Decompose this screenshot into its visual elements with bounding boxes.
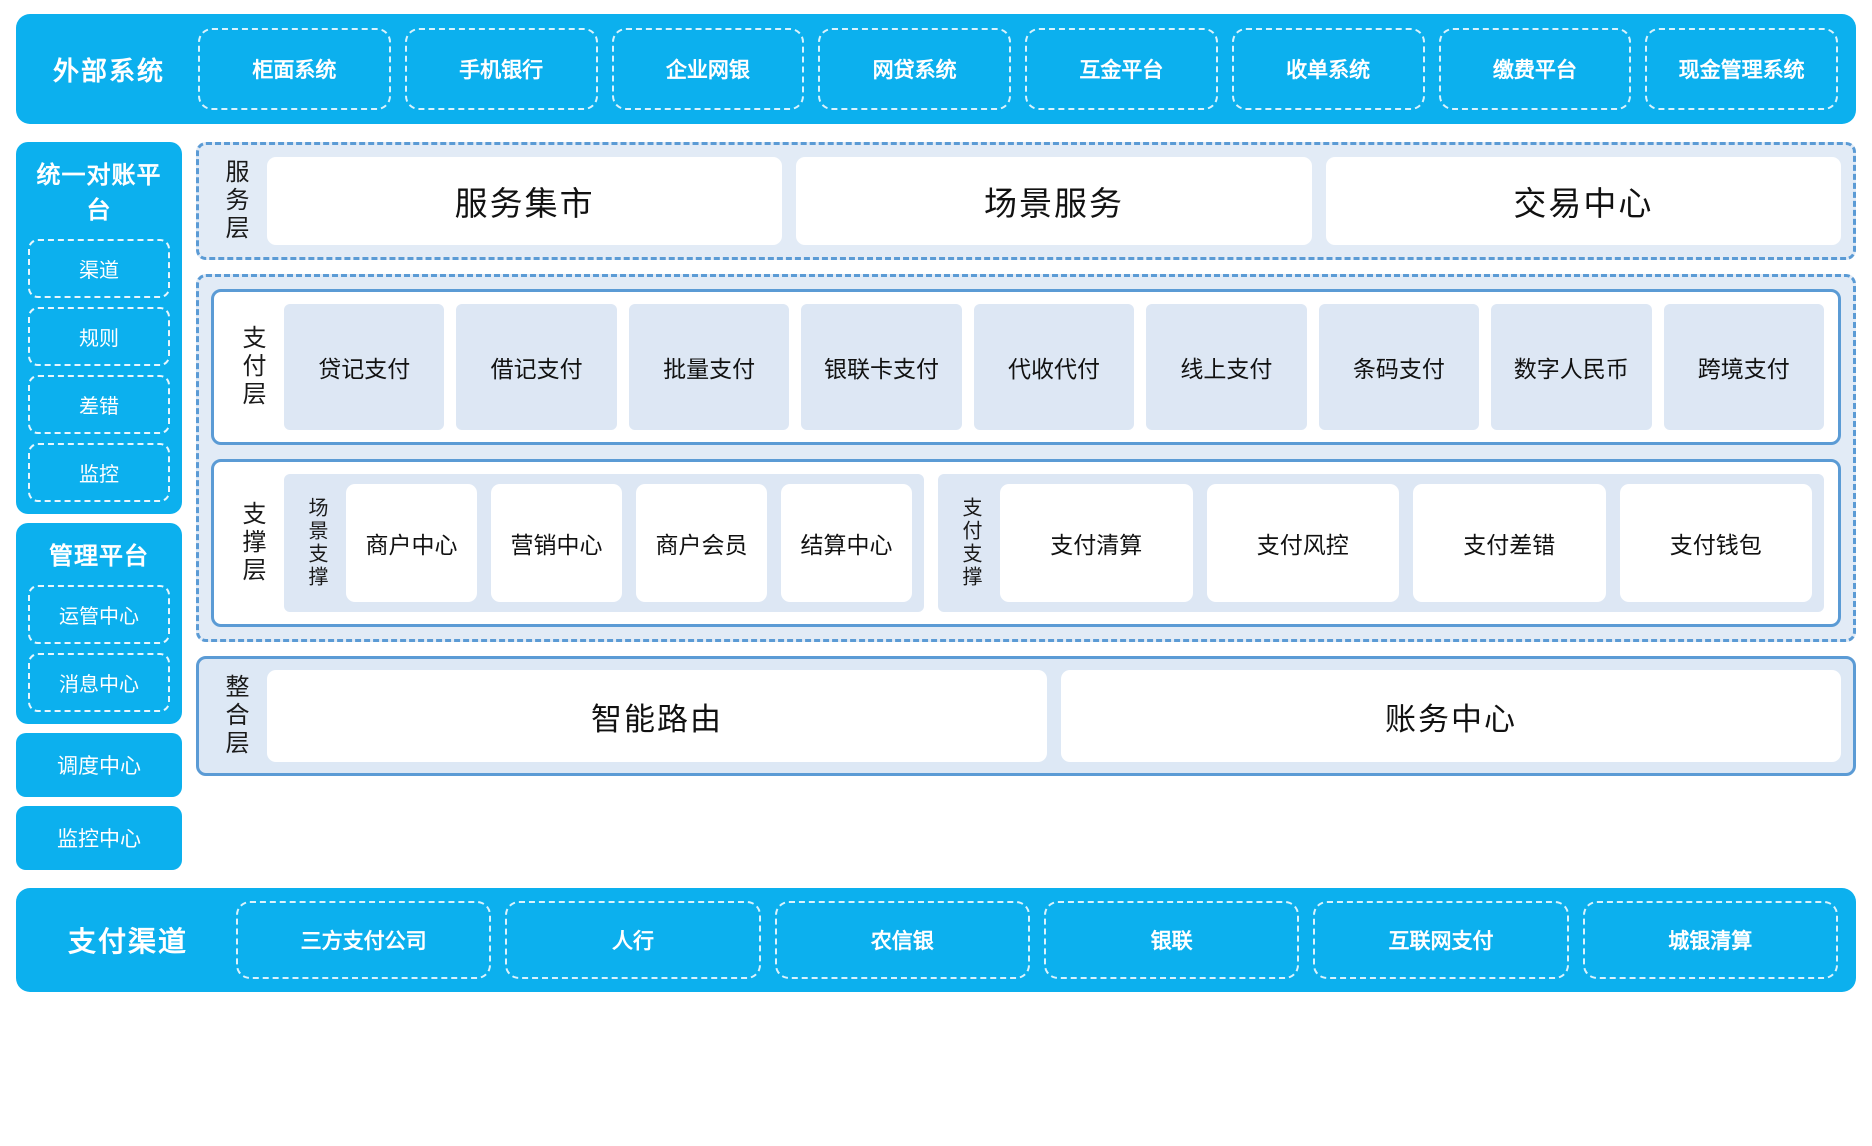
support-card-payment-error[interactable]: 支付差错 <box>1413 484 1606 602</box>
support-layer-panel: 支撑层 场景支撑 商户中心 营销中心 商户会员 结算中心 <box>211 459 1841 627</box>
integration-layer-container: 整合层 智能路由 账务中心 <box>196 656 1856 776</box>
payment-card-collection-payment[interactable]: 代收代付 <box>973 304 1135 430</box>
support-card-merchant-center[interactable]: 商户中心 <box>346 484 477 602</box>
service-card-transaction-center[interactable]: 交易中心 <box>1325 157 1841 245</box>
management-platform-title: 管理平台 <box>49 543 149 570</box>
payment-channels-bar: 支付渠道 三方支付公司 人行 农信银 银联 互联网支付 城银清算 <box>16 888 1856 992</box>
support-card-marketing-center[interactable]: 营销中心 <box>491 484 622 602</box>
support-card-payment-clearing[interactable]: 支付清算 <box>1000 484 1193 602</box>
reconciliation-platform-title: 统一对账平台 <box>36 162 162 224</box>
payment-channel-item[interactable]: 人行 <box>505 901 761 979</box>
external-system-item[interactable]: 企业网银 <box>611 28 805 110</box>
external-system-item[interactable]: 互金平台 <box>1025 28 1218 110</box>
layers-column: 服务层 服务集市 场景服务 交易中心 支付层 贷记支付 <box>196 142 1856 776</box>
external-system-item[interactable]: 缴费平台 <box>1438 28 1632 110</box>
external-system-item[interactable]: 网贷系统 <box>818 28 1011 110</box>
sidebar-item-monitor[interactable]: 监控 <box>28 443 170 502</box>
payment-support-label: 支付支撑 <box>959 497 981 589</box>
reconciliation-platform-panel: 统一对账平台 渠道 规则 差错 监控 <box>16 142 182 514</box>
payment-layer-label: 支付层 <box>238 325 265 409</box>
service-card-marketplace[interactable]: 服务集市 <box>267 157 783 245</box>
service-card-scenario[interactable]: 场景服务 <box>796 157 1312 245</box>
external-system-item[interactable]: 收单系统 <box>1231 28 1425 110</box>
external-system-item[interactable]: 柜面系统 <box>198 28 391 110</box>
support-card-payment-wallet[interactable]: 支付钱包 <box>1619 484 1812 602</box>
support-card-merchant-member[interactable]: 商户会员 <box>636 484 767 602</box>
scene-support-group: 场景支撑 商户中心 营销中心 商户会员 结算中心 <box>284 474 924 612</box>
integration-layer-label: 整合层 <box>221 674 248 758</box>
payment-channels-title: 支付渠道 <box>67 926 188 957</box>
payment-card-batch[interactable]: 批量支付 <box>628 304 790 430</box>
payment-layer-panel: 支付层 贷记支付 借记支付 批量支付 银联卡支付 代收代付 线上支付 条码支付 … <box>211 289 1841 445</box>
payment-channel-item[interactable]: 城银清算 <box>1582 901 1838 979</box>
sidebar-item-error[interactable]: 差错 <box>28 375 170 434</box>
payment-channel-item[interactable]: 互联网支付 <box>1313 901 1569 979</box>
payment-channel-item[interactable]: 农信银 <box>774 901 1030 979</box>
service-layer-label: 服务层 <box>221 159 248 243</box>
sidebar-item-operations-center[interactable]: 运管中心 <box>28 585 170 644</box>
integration-card-accounting-center[interactable]: 账务中心 <box>1061 670 1841 762</box>
sidebar-item-scheduling-center[interactable]: 调度中心 <box>16 733 182 797</box>
support-card-payment-risk[interactable]: 支付风控 <box>1206 484 1399 602</box>
external-system-item[interactable]: 现金管理系统 <box>1645 28 1838 110</box>
scene-support-label: 场景支撑 <box>305 497 327 589</box>
sidebar-item-monitoring-center[interactable]: 监控中心 <box>16 806 182 870</box>
payment-card-digital-rmb[interactable]: 数字人民币 <box>1491 304 1652 430</box>
payment-card-online[interactable]: 线上支付 <box>1146 304 1307 430</box>
payment-card-barcode[interactable]: 条码支付 <box>1318 304 1480 430</box>
payment-and-support-container: 支付层 贷记支付 借记支付 批量支付 银联卡支付 代收代付 线上支付 条码支付 … <box>196 274 1856 642</box>
external-systems-bar: 外部系统 柜面系统 手机银行 企业网银 网贷系统 互金平台 收单系统 缴费平台 … <box>16 14 1856 124</box>
service-layer-container: 服务层 服务集市 场景服务 交易中心 <box>196 142 1856 260</box>
payment-support-group: 支付支撑 支付清算 支付风控 支付差错 支付钱包 <box>938 474 1824 612</box>
support-card-settlement-center[interactable]: 结算中心 <box>781 484 912 602</box>
payment-card-cross-border[interactable]: 跨境支付 <box>1663 304 1824 430</box>
payment-card-unionpay[interactable]: 银联卡支付 <box>801 304 962 430</box>
sidebar-item-rule[interactable]: 规则 <box>28 307 170 366</box>
integration-card-smart-routing[interactable]: 智能路由 <box>267 670 1047 762</box>
external-system-item[interactable]: 手机银行 <box>404 28 598 110</box>
support-layer-label: 支撑层 <box>238 501 265 585</box>
left-sidebar: 统一对账平台 渠道 规则 差错 监控 管理平台 运管中心 消息中心 调度中心 监… <box>16 142 182 870</box>
management-platform-panel: 管理平台 运管中心 消息中心 <box>16 523 182 724</box>
payment-channel-item[interactable]: 三方支付公司 <box>236 901 492 979</box>
payment-card-credit[interactable]: 贷记支付 <box>284 304 445 430</box>
external-systems-title: 外部系统 <box>52 55 165 86</box>
payment-channel-item[interactable]: 银联 <box>1043 901 1300 979</box>
payment-card-debit[interactable]: 借记支付 <box>456 304 617 430</box>
sidebar-item-message-center[interactable]: 消息中心 <box>28 653 170 712</box>
sidebar-item-channel[interactable]: 渠道 <box>28 239 170 298</box>
middle-region: 统一对账平台 渠道 规则 差错 监控 管理平台 运管中心 消息中心 调度中心 监… <box>16 142 1856 870</box>
